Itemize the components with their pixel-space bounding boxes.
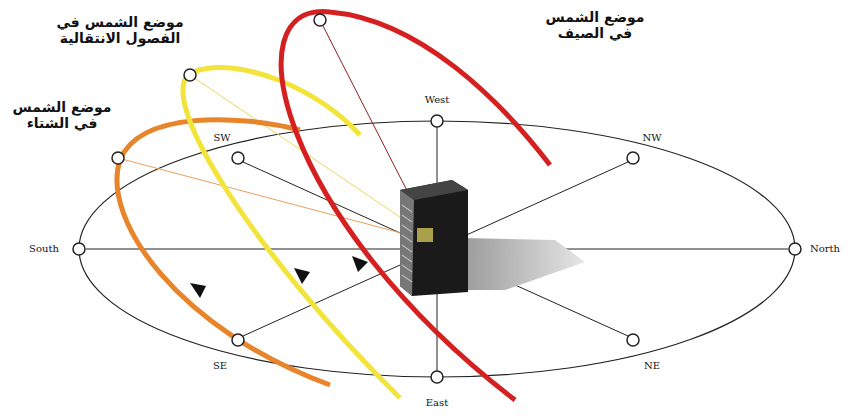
summer-arrow	[352, 256, 368, 272]
compass-label: SE	[211, 360, 229, 372]
season-label: موضع الشمس في الصيف	[538, 9, 652, 41]
winter-arrow	[190, 283, 206, 298]
compass-label: North	[808, 243, 842, 255]
compass-label: NE	[642, 360, 662, 372]
transition-arrow	[294, 268, 310, 284]
horizon-ellipse	[79, 121, 795, 377]
winter-ray	[118, 158, 420, 238]
summer-sun-path	[281, 12, 550, 400]
compass-label: East	[424, 397, 450, 409]
building-shadow	[462, 238, 585, 290]
compass-label: South	[27, 243, 61, 255]
compass-label: NW	[640, 132, 663, 144]
compass-circles	[73, 115, 801, 383]
compass-label: SW	[211, 132, 232, 144]
season-label: موضع الشمس في الفصول الانتقالية	[43, 14, 197, 46]
compass-label: West	[423, 94, 452, 106]
season-label: موضع الشمس في الشتاء	[8, 99, 117, 131]
building	[400, 180, 468, 296]
winter-sun-path	[117, 120, 330, 385]
